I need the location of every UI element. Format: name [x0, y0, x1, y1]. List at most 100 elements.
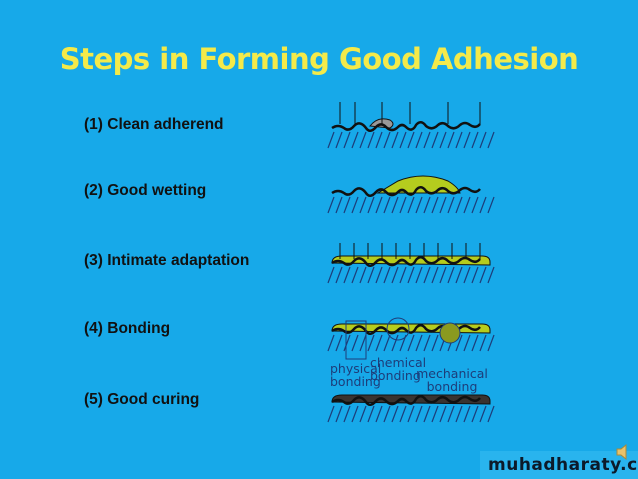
hatch-line [447, 405, 455, 423]
hatch-line [343, 196, 351, 214]
mechanical-bond-marker [439, 322, 461, 344]
hatch-line [463, 196, 471, 214]
hatch-line [415, 196, 423, 214]
surface-line [331, 256, 481, 267]
hatch-line [479, 131, 487, 149]
hatch-line [455, 405, 463, 423]
hatch-line [423, 131, 431, 149]
hatch-line [327, 131, 335, 149]
hatch-line [447, 266, 455, 284]
hatch-line [359, 196, 367, 214]
hatch-line [375, 405, 383, 423]
hatch-line [487, 266, 495, 284]
physical-bonding-label: physical bonding [330, 361, 382, 389]
hatch-line [383, 405, 391, 423]
hatch-line [407, 334, 415, 352]
hatch-line [407, 266, 415, 284]
hatch-line [391, 405, 399, 423]
hatch-line [431, 266, 439, 284]
hatch-line [423, 334, 431, 352]
hatch-line [351, 266, 359, 284]
hatch-line [479, 196, 487, 214]
hatch-line [479, 266, 487, 284]
hatch-line [367, 334, 375, 352]
hatch-line [423, 196, 431, 214]
hatch-line [439, 196, 447, 214]
hatch-line [391, 266, 399, 284]
speaker-icon[interactable] [616, 444, 630, 460]
hatch-line [407, 131, 415, 149]
hatch-line [359, 405, 367, 423]
hatch-line [431, 196, 439, 214]
good-wetting-diagram [327, 175, 495, 214]
hatch-line [343, 334, 351, 352]
hatch-line [327, 405, 335, 423]
hatch-line [439, 405, 447, 423]
clean-adherend-diagram [327, 102, 495, 149]
hatch-line [383, 196, 391, 214]
hatch-line [391, 196, 399, 214]
hatch-line [439, 266, 447, 284]
slide-title: Steps in Forming Good Adhesion [59, 42, 579, 76]
hatch-line [479, 405, 487, 423]
hatch-line [487, 196, 495, 214]
hatch-line [399, 405, 407, 423]
hatch-line [375, 196, 383, 214]
hatch-line [375, 266, 383, 284]
hatch-line [327, 196, 335, 214]
hatch-line [367, 196, 375, 214]
hatch-line [423, 266, 431, 284]
mechanical-bonding-label: mechanical bonding [416, 366, 488, 394]
physical-bond-marker [345, 320, 367, 360]
hatch-line [471, 266, 479, 284]
hatch-line [455, 196, 463, 214]
hatch-line [375, 334, 383, 352]
hatch-line [455, 131, 463, 149]
chemical-bonding-label: chemical bonding [370, 355, 427, 383]
hatch-line [351, 334, 359, 352]
intimate-adaptation-diagram [327, 243, 495, 284]
good-curing-diagram [327, 394, 495, 423]
hatch-line [431, 131, 439, 149]
hatch-line [327, 266, 335, 284]
surface-line [331, 121, 481, 132]
hatch-line [399, 266, 407, 284]
hatch-line [335, 266, 343, 284]
hatch-line [431, 405, 439, 423]
surface-line [331, 395, 481, 406]
hatch-line [463, 405, 471, 423]
hatch-line [415, 266, 423, 284]
hatch-line [431, 334, 439, 352]
hatch-line [335, 131, 343, 149]
hatch-line [343, 131, 351, 149]
hatch-line [351, 196, 359, 214]
hatch-line [479, 334, 487, 352]
hatch-line [343, 405, 351, 423]
hatch-line [343, 266, 351, 284]
hatch-line [471, 334, 479, 352]
watermark: muhadharaty.com [480, 451, 638, 479]
hatch-line [383, 266, 391, 284]
hatch-line [423, 405, 431, 423]
hatch-line [415, 405, 423, 423]
hatch-line [463, 334, 471, 352]
hatch-line [447, 131, 455, 149]
bonding-diagram [327, 317, 495, 360]
step-2-label: (2) Good wetting [84, 182, 207, 199]
hatch-line [471, 131, 479, 149]
hatch-line [407, 196, 415, 214]
hatch-line [335, 334, 343, 352]
hatch-line [415, 131, 423, 149]
hatch-line [415, 334, 423, 352]
hatch-line [471, 196, 479, 214]
hatch-line [367, 405, 375, 423]
hatch-line [375, 131, 383, 149]
step-3-label: (3) Intimate adaptation [84, 252, 250, 269]
surface-line [331, 186, 481, 197]
hatch-line [487, 131, 495, 149]
hatch-line [359, 334, 367, 352]
hatch-line [359, 131, 367, 149]
hatch-line [399, 196, 407, 214]
hatch-line [471, 405, 479, 423]
hatch-line [367, 266, 375, 284]
